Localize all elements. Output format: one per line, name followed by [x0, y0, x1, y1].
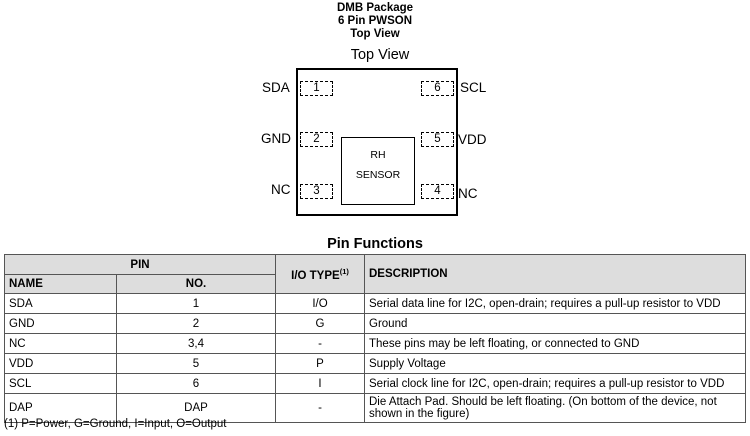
pin-label-vdd: VDD — [458, 132, 487, 147]
cell-no: 3,4 — [116, 333, 276, 354]
table-title: Pin Functions — [327, 236, 423, 252]
pad-4: 4 — [421, 184, 454, 199]
cell-description: Serial data line for I2C, open-drain; re… — [364, 293, 746, 314]
cell-no: 2 — [116, 313, 276, 334]
sensor-line2: SENSOR — [355, 169, 401, 181]
cell-no: 1 — [116, 293, 276, 314]
diagram-caption: Top View — [350, 47, 410, 63]
header-io-type: I/O TYPE(1) — [275, 254, 365, 294]
pad-6: 6 — [421, 81, 454, 96]
cell-name: SDA — [4, 293, 117, 314]
cell-io: I — [275, 373, 365, 394]
cell-io: P — [275, 353, 365, 374]
cell-io: I/O — [275, 293, 365, 314]
header-name: NAME — [4, 274, 117, 294]
package-outline — [296, 68, 458, 216]
pin-label-nc-right: NC — [458, 186, 478, 201]
pin-label-nc-left: NC — [271, 182, 291, 197]
pin-functions-table: PIN I/O TYPE(1) DESCRIPTION NAME NO. SDA… — [4, 254, 746, 423]
cell-io: - — [275, 333, 365, 354]
pad-2: 2 — [300, 132, 333, 147]
footnote: (1) P=Power, G=Ground, I=Input, O=Output — [4, 418, 227, 430]
header-pin: PIN — [4, 254, 276, 275]
cell-no: DAP — [116, 393, 276, 423]
cell-description: Supply Voltage — [364, 353, 746, 374]
package-title-line2: 6 Pin PWSON — [337, 15, 413, 27]
package-title-line1: DMB Package — [336, 2, 414, 14]
pin-label-gnd: GND — [261, 131, 291, 146]
pad-3: 3 — [300, 184, 333, 199]
pad-5: 5 — [421, 132, 454, 147]
cell-name: SCL — [4, 373, 117, 394]
cell-description: Ground — [364, 313, 746, 334]
table-row: VDD 5 P Supply Voltage — [4, 353, 746, 374]
pinout-diagram: Top View SDA 1 GND 2 NC 3 6 SCL 5 VDD 4 … — [240, 46, 520, 221]
cell-no: 5 — [116, 353, 276, 374]
table-row: DAP DAP - Die Attach Pad. Should be left… — [4, 393, 746, 423]
rh-sensor-block: RH SENSOR — [341, 137, 415, 205]
package-title: DMB Package 6 Pin PWSON Top View — [0, 2, 750, 41]
table-row: SCL 6 I Serial clock line for I2C, open-… — [4, 373, 746, 394]
header-io-type-text: I/O TYPE — [291, 269, 340, 282]
cell-name: NC — [4, 333, 117, 354]
table-row: NC 3,4 - These pins may be left floating… — [4, 333, 746, 354]
pin-label-sda: SDA — [262, 80, 290, 95]
pin-label-scl: SCL — [460, 80, 487, 95]
sensor-line1: RH — [370, 149, 386, 161]
package-title-line3: Top View — [350, 28, 400, 40]
cell-io: G — [275, 313, 365, 334]
pad-1: 1 — [300, 81, 333, 96]
header-description: DESCRIPTION — [364, 254, 746, 294]
cell-name: DAP — [4, 393, 117, 423]
table-row: GND 2 G Ground — [4, 313, 746, 334]
cell-no: 6 — [116, 373, 276, 394]
cell-description: Serial clock line for I2C, open-drain; r… — [364, 373, 746, 394]
header-no: NO. — [116, 274, 276, 294]
cell-io: - — [275, 393, 365, 423]
cell-name: VDD — [4, 353, 117, 374]
cell-description: These pins may be left floating, or conn… — [364, 333, 746, 354]
cell-name: GND — [4, 313, 117, 334]
header-io-type-footnote: (1) — [339, 266, 349, 276]
table-row: SDA 1 I/O Serial data line for I2C, open… — [4, 293, 746, 314]
cell-description: Die Attach Pad. Should be left floating.… — [364, 393, 746, 423]
